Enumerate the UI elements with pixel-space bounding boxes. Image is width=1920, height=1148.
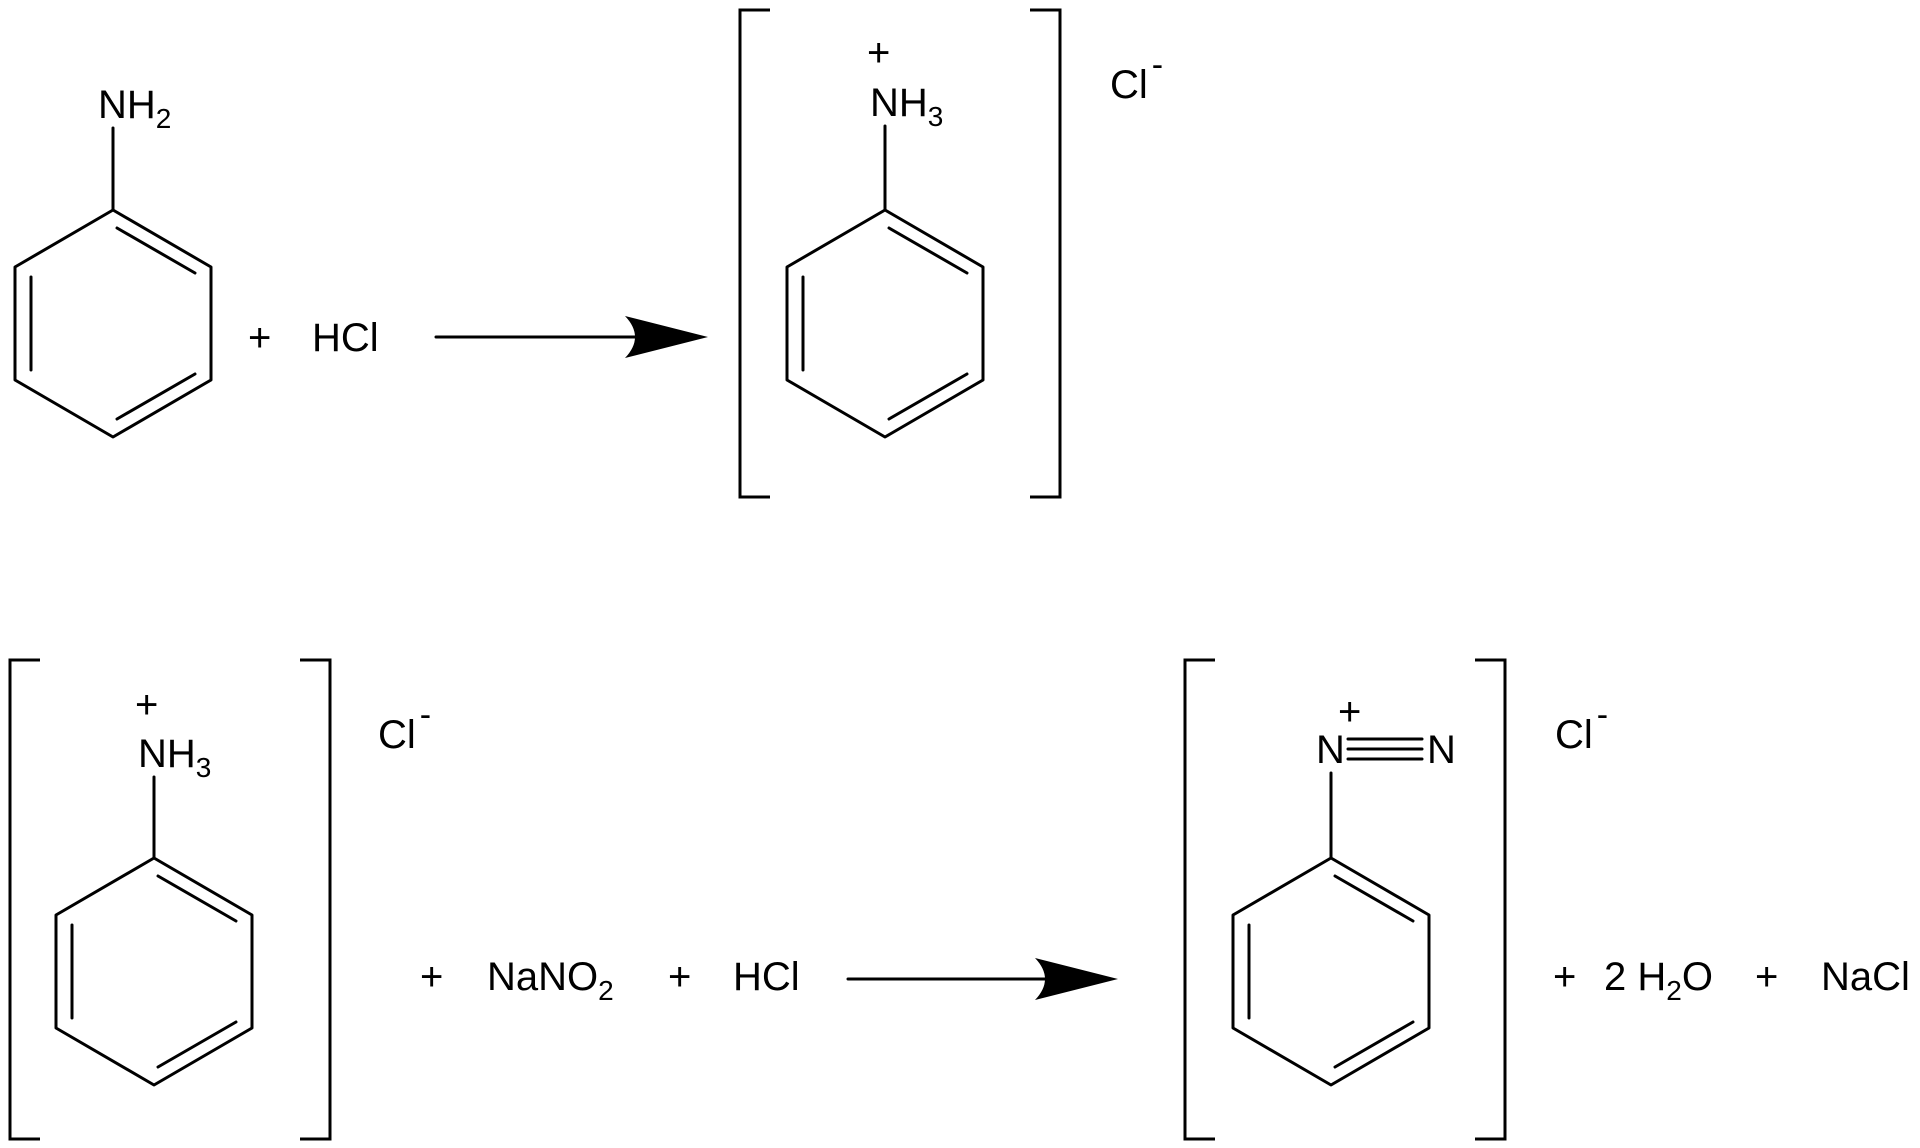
double-bond-inner	[1333, 1020, 1415, 1069]
water-byproduct: 2 H2O	[1604, 955, 1713, 1006]
double-bond-inner	[887, 226, 969, 275]
positive-charge: +	[867, 31, 890, 75]
diazonium-nitrogen-2: N	[1427, 728, 1456, 772]
double-bond-inner	[115, 226, 197, 275]
ammonium-group-label: NH3	[138, 732, 211, 783]
plus-sign: +	[1755, 955, 1778, 999]
double-bond-inner	[156, 874, 238, 923]
chloride-counterion: Cl-	[1555, 696, 1608, 757]
benzene-ring	[54, 856, 254, 1087]
double-bond-inner	[887, 372, 969, 421]
benzenediazonium-chloride: + N N Cl-	[1183, 658, 1608, 1141]
double-bond-inner	[156, 1020, 238, 1069]
anilinium-chloride: + NH3 Cl-	[738, 8, 1163, 499]
anilinium-chloride-reactant: + NH3 Cl-	[8, 658, 431, 1141]
plus-sign: +	[1553, 955, 1576, 999]
right-bracket	[1030, 8, 1062, 499]
benzene-ring	[13, 208, 213, 439]
left-bracket	[8, 658, 40, 1141]
plus-sign: +	[420, 955, 443, 999]
left-bracket	[738, 8, 770, 499]
diazonium-nitrogen-1: N	[1316, 728, 1345, 772]
positive-charge: +	[1338, 690, 1361, 734]
triple-bond	[1346, 737, 1424, 761]
sodium-nitrite-reagent: NaNO2	[487, 955, 614, 1006]
right-bracket	[300, 658, 332, 1141]
reaction-arrow	[846, 958, 1118, 1000]
right-bracket	[1475, 658, 1507, 1141]
aniline-molecule: NH2	[13, 83, 213, 439]
double-bond-inner	[115, 372, 197, 421]
reaction-2: + NH3 Cl- + NaNO2 + HCl + N	[8, 658, 1910, 1141]
reaction-arrow	[434, 316, 708, 358]
double-bond-inner	[1333, 874, 1415, 923]
amino-group-label: NH2	[98, 83, 171, 134]
ammonium-group-label: NH3	[870, 81, 943, 132]
positive-charge: +	[135, 683, 158, 727]
benzene-ring	[785, 208, 985, 439]
left-bracket	[1183, 658, 1215, 1141]
hcl-reagent: HCl	[312, 316, 379, 360]
plus-sign: +	[248, 316, 271, 360]
benzene-ring	[1231, 856, 1431, 1087]
chloride-counterion: Cl-	[378, 696, 431, 757]
chloride-counterion: Cl-	[1110, 46, 1163, 107]
hcl-reagent: HCl	[733, 955, 800, 999]
plus-sign: +	[668, 955, 691, 999]
reaction-1: NH2 + HCl + NH3 Cl-	[13, 8, 1163, 499]
sodium-chloride-byproduct: NaCl	[1821, 955, 1910, 999]
